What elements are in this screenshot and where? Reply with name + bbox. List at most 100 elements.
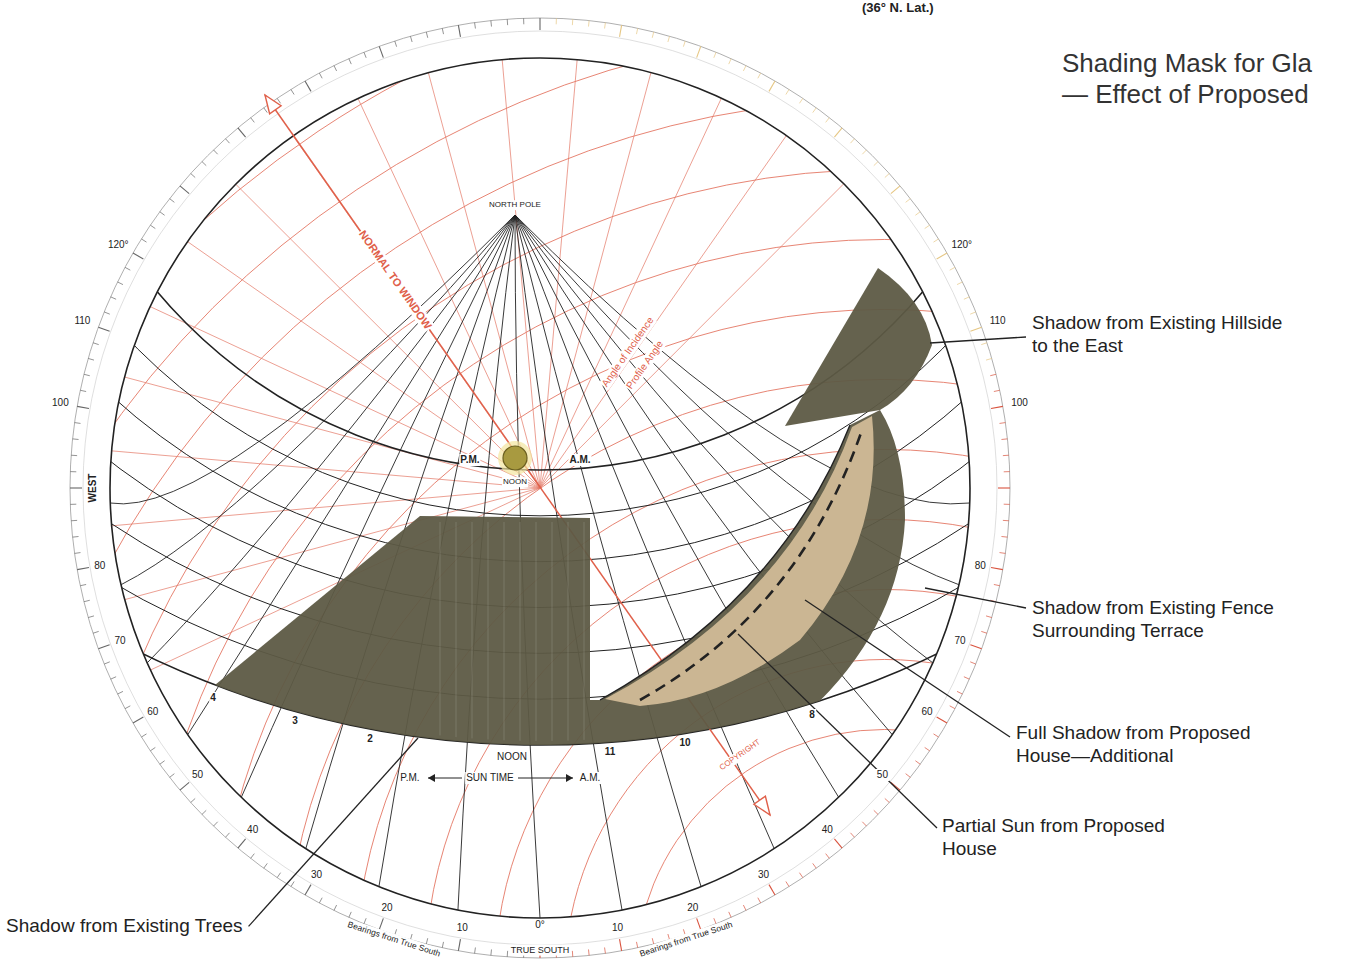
leader-line <box>738 634 937 828</box>
scale-tick <box>264 108 268 113</box>
scale-tick <box>349 59 351 64</box>
sun-path-grid <box>0 0 1350 918</box>
tree-shadow <box>215 516 590 745</box>
bearing-number: 40 <box>246 824 259 836</box>
scale-tick <box>1004 504 1010 505</box>
sun-path-arc <box>0 0 1108 516</box>
scale-tick <box>990 374 996 375</box>
copyright-mark: COPYRIGHT <box>717 737 763 773</box>
scale-tick <box>620 939 622 951</box>
arrow-head <box>428 774 435 782</box>
scale-tick <box>93 343 99 345</box>
time-label: A.M. <box>579 772 602 784</box>
scale-tick <box>604 947 606 953</box>
leader-line <box>930 337 1026 343</box>
scale-tick <box>133 253 143 259</box>
scale-tick <box>238 128 246 137</box>
bearing-number: 120° <box>950 239 973 251</box>
bearing-number: 70 <box>113 635 126 647</box>
scale-tick <box>141 734 146 737</box>
scale-tick <box>668 36 670 42</box>
profile-angle-arc <box>0 29 1350 959</box>
scale-tick <box>862 150 866 154</box>
bearing-from-normal-line <box>500 30 540 488</box>
scale-tick <box>523 18 524 24</box>
scale-rim <box>70 18 1010 958</box>
callout-label: Shadow from Existing Hillside to the Eas… <box>1032 312 1294 358</box>
hour-line <box>515 215 970 504</box>
scale-tick <box>98 645 109 649</box>
scale-tick <box>1003 520 1009 521</box>
sun-glow <box>498 441 532 475</box>
scale-tick <box>998 487 1010 488</box>
scale-tick <box>507 951 508 957</box>
scale-tick <box>915 212 920 216</box>
scale-tick <box>490 949 492 955</box>
scale-tick <box>180 782 189 790</box>
leader-line <box>805 600 1010 737</box>
scale-tick <box>426 938 427 944</box>
scale-tick <box>620 25 622 37</box>
scale-tick <box>410 36 412 42</box>
arrow-shaft <box>518 778 573 779</box>
scale-tick <box>652 32 653 38</box>
tree-shadow-grid <box>520 522 521 741</box>
scale-tick <box>84 600 90 601</box>
scale-tick <box>970 645 981 649</box>
callout-label: Shadow from Existing Fence Surrounding T… <box>1032 597 1294 643</box>
scale-tick <box>834 128 842 137</box>
shadow-mask <box>215 268 932 745</box>
bearing-number: 20 <box>381 902 394 914</box>
latitude-note: (36° N. Lat.) <box>862 0 934 16</box>
scale-tick <box>874 810 878 814</box>
scale-tick <box>539 18 540 30</box>
scale-inner-rim <box>83 31 997 945</box>
scale-tick <box>364 52 366 58</box>
scale-tick <box>191 798 195 802</box>
tree-shadow-grid <box>440 522 441 735</box>
scale-tick <box>334 905 337 910</box>
scale-tick <box>111 297 116 299</box>
bearing-number: 100 <box>51 397 70 409</box>
bearing-number: 60 <box>921 706 934 718</box>
chart-rim <box>110 58 970 918</box>
scale-tick <box>799 873 802 878</box>
bearing-from-normal-line <box>345 71 540 488</box>
normal-label: NORMAL TO WINDOW <box>355 227 434 332</box>
partial-sun-band <box>605 416 874 706</box>
scale-tick <box>474 947 476 953</box>
direction-label: WEST <box>87 473 99 504</box>
noon-label: NOON <box>496 751 528 763</box>
scale-tick <box>70 487 82 488</box>
noon-label: NOON <box>502 477 528 487</box>
hour-number: 2 <box>366 733 374 745</box>
hour-line <box>110 215 515 504</box>
scale-tick <box>957 282 962 285</box>
profile-angle-arc <box>495 589 1275 959</box>
scale-tick <box>73 438 79 440</box>
scale-tick <box>111 677 116 679</box>
scale-tick <box>964 677 969 679</box>
bearing-number: 30 <box>310 869 323 881</box>
hour-number: 4 <box>209 692 217 704</box>
leader-line <box>925 588 1026 608</box>
scale-tick <box>150 225 155 228</box>
scale-tick <box>986 358 992 360</box>
scale-tick <box>743 905 746 910</box>
scale-tick <box>251 118 255 123</box>
scale-tick <box>125 706 130 709</box>
scale-tick <box>933 734 938 737</box>
leader-line <box>249 738 418 926</box>
scale-tick <box>305 885 311 895</box>
scale-tick <box>84 374 90 375</box>
scale-tick <box>885 174 889 178</box>
scale-tick <box>170 774 175 778</box>
scale-tick <box>991 568 1003 570</box>
time-label: A.M. <box>568 454 591 466</box>
scale-tick <box>104 312 110 314</box>
scale-tick <box>442 28 443 34</box>
sun-path-arc <box>0 0 1350 745</box>
scale-tick <box>925 225 930 228</box>
scale-tick <box>1003 455 1009 456</box>
